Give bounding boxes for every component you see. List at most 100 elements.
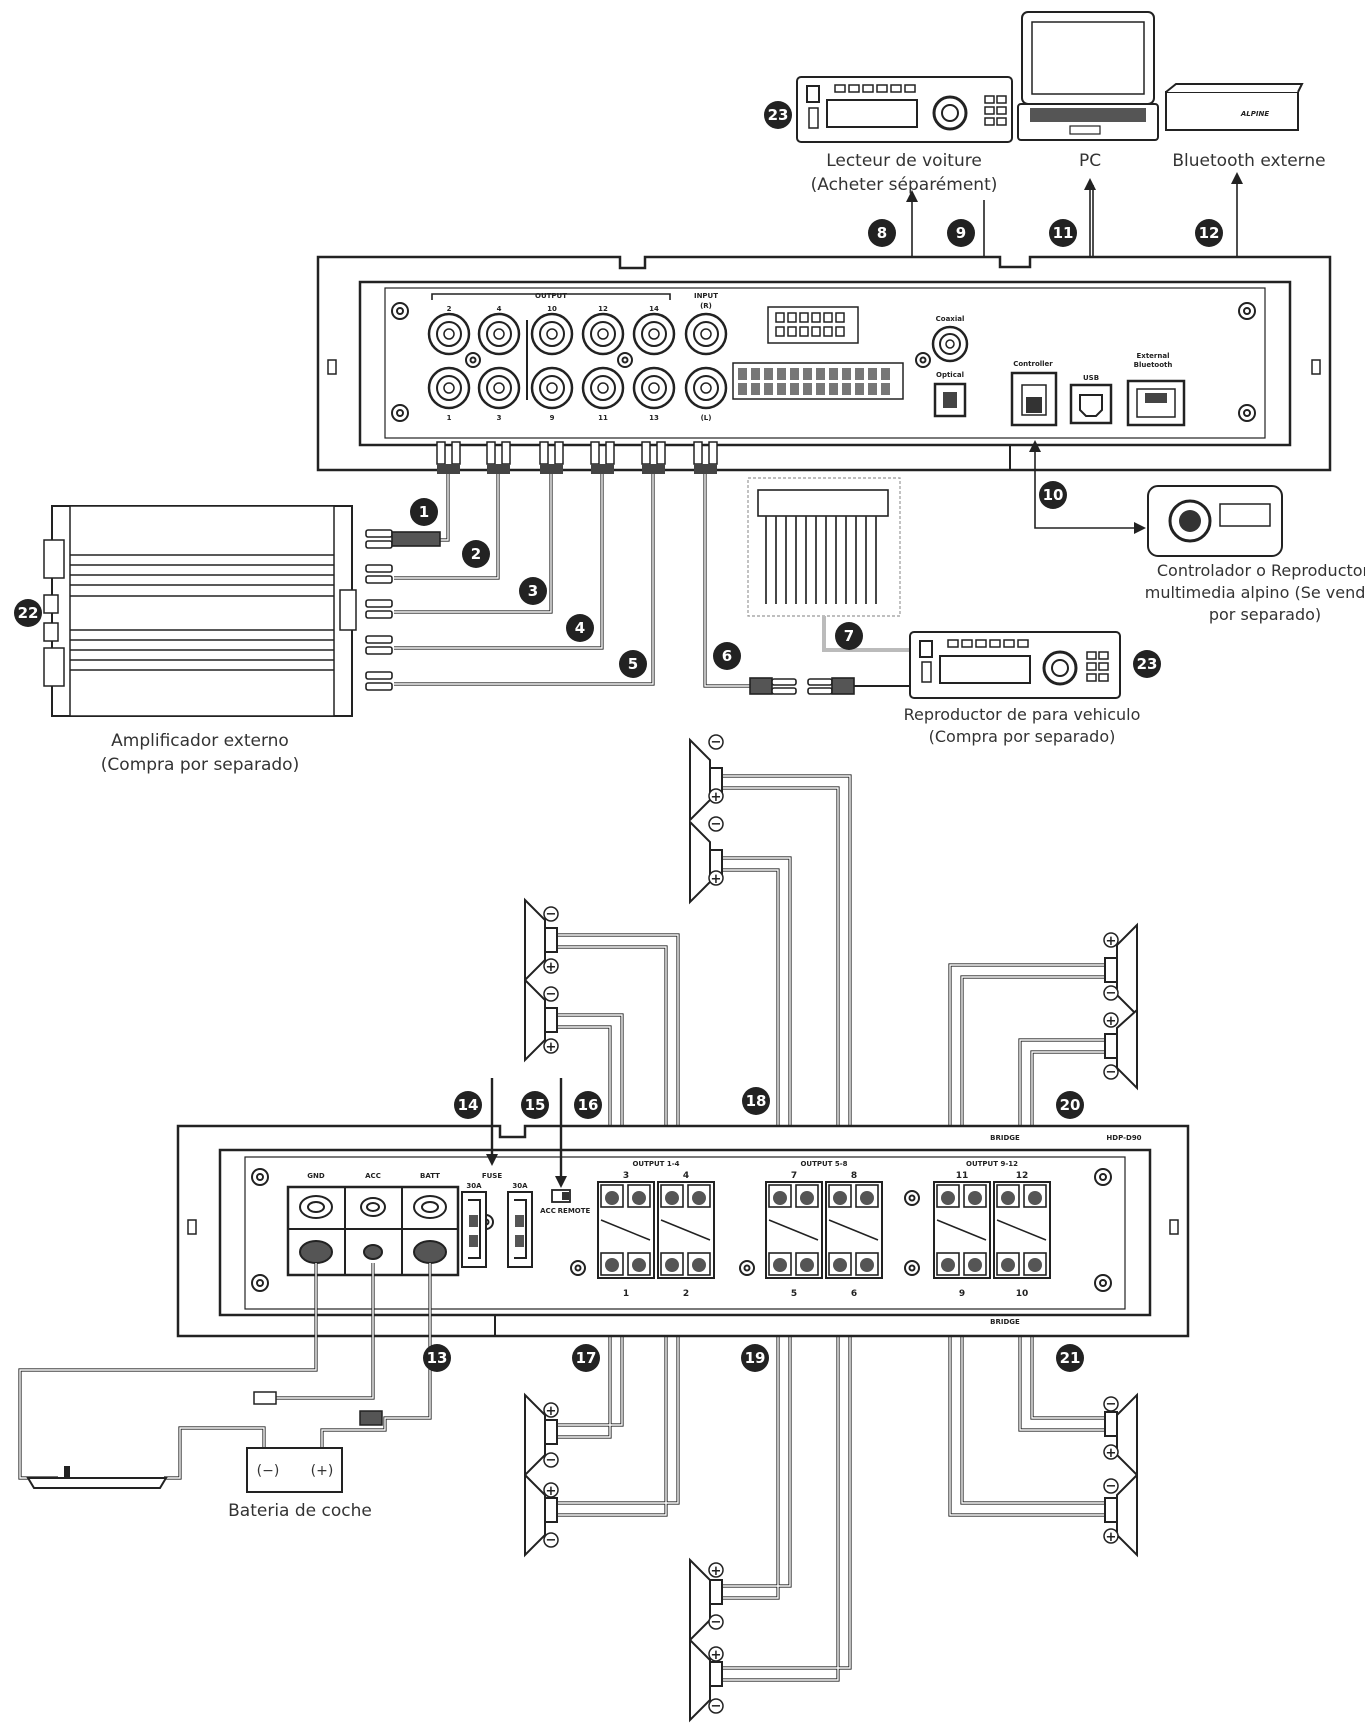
alpine-controller bbox=[1029, 440, 1283, 557]
marker-21: 21 bbox=[1060, 1349, 1081, 1367]
sign-plus: + bbox=[1106, 1446, 1117, 1461]
out-label-3: 3 bbox=[497, 414, 502, 422]
ext-bt-label-2: Bluetooth bbox=[1134, 361, 1173, 369]
car-player-fr-line1: Lecteur de voiture bbox=[826, 151, 982, 171]
marker-23-top: 23 bbox=[768, 106, 789, 124]
car-player-es-line2: (Compra por separado) bbox=[929, 727, 1116, 746]
ch-1: 1 bbox=[623, 1289, 629, 1299]
marker-16: 16 bbox=[578, 1096, 599, 1114]
rca-jacks bbox=[427, 312, 728, 410]
sign-minus: − bbox=[546, 1453, 557, 1468]
numbered-markers: 1 2 3 4 5 6 7 8 9 10 11 12 13 14 15 16 1… bbox=[14, 101, 1223, 1372]
ch-10: 10 bbox=[1016, 1289, 1029, 1299]
ext-bt-jack bbox=[1126, 379, 1186, 427]
sign-plus: + bbox=[1106, 934, 1117, 949]
car-player-es-line1: Reproductor de para vehiculo bbox=[904, 705, 1141, 724]
speaker-wires bbox=[556, 774, 1108, 1682]
pc-laptop bbox=[1017, 11, 1159, 141]
car-player-bottom bbox=[909, 631, 1121, 699]
marker-5: 5 bbox=[628, 655, 638, 673]
marker-4: 4 bbox=[575, 619, 585, 637]
input-label-l: (L) bbox=[701, 414, 712, 422]
controller-caption-3: por separado) bbox=[1209, 605, 1321, 624]
sign-plus: + bbox=[1106, 1530, 1117, 1545]
controller-jack bbox=[1010, 371, 1058, 427]
bridge-bottom-label: BRIDGE bbox=[990, 1318, 1020, 1326]
fuse-a-label: 30A bbox=[466, 1182, 482, 1190]
group-output-9-12: OUTPUT 9-12 bbox=[966, 1160, 1018, 1168]
rca-adapter bbox=[749, 677, 910, 695]
sign-plus: + bbox=[546, 960, 557, 975]
marker-15: 15 bbox=[525, 1096, 546, 1114]
out-label-10: 10 bbox=[547, 305, 557, 313]
marker-8: 8 bbox=[877, 224, 887, 242]
marker-11: 11 bbox=[1053, 224, 1074, 242]
sign-minus: − bbox=[1106, 1397, 1117, 1412]
wiring-harness bbox=[747, 477, 914, 652]
switch-acc-label: ACC bbox=[540, 1207, 556, 1215]
group-output-5-8: OUTPUT 5-8 bbox=[800, 1160, 847, 1168]
controller-label: Controller bbox=[1013, 360, 1053, 368]
sign-minus: − bbox=[711, 1615, 722, 1630]
input-title-1: INPUT bbox=[694, 292, 718, 300]
marker-17: 17 bbox=[576, 1349, 597, 1367]
ch-6: 6 bbox=[851, 1289, 857, 1299]
coaxial-jack bbox=[931, 325, 969, 363]
power-terminal-block bbox=[286, 1185, 460, 1277]
fuse-label: FUSE bbox=[482, 1172, 503, 1180]
amp-caption-1: Amplificador externo bbox=[111, 731, 289, 751]
ch-5: 5 bbox=[791, 1289, 797, 1299]
amp-rca-plugs bbox=[365, 529, 441, 691]
marker-2: 2 bbox=[471, 545, 481, 563]
ext-bt-label-1: External bbox=[1137, 352, 1170, 360]
group-output-1-4: OUTPUT 1-4 bbox=[632, 1160, 679, 1168]
sign-plus: + bbox=[546, 1404, 557, 1419]
coaxial-label: Coaxial bbox=[936, 315, 965, 323]
bridge-top-label: BRIDGE bbox=[990, 1134, 1020, 1142]
marker-23-bottom: 23 bbox=[1137, 655, 1158, 673]
out-label-11: 11 bbox=[598, 414, 608, 422]
ch-4: 4 bbox=[683, 1171, 689, 1181]
amp-caption-2: (Compra por separado) bbox=[101, 755, 299, 775]
marker-13: 13 bbox=[427, 1349, 448, 1367]
sign-minus: − bbox=[546, 1533, 557, 1548]
ch-9: 9 bbox=[959, 1289, 965, 1299]
ch-11: 11 bbox=[956, 1171, 969, 1181]
marker-12: 12 bbox=[1199, 224, 1220, 242]
acc-remote-switch bbox=[551, 1189, 571, 1203]
sign-minus: − bbox=[711, 817, 722, 832]
optical-jack bbox=[933, 382, 967, 418]
battery-minus: (−) bbox=[257, 1463, 280, 1479]
usb-label: USB bbox=[1083, 374, 1099, 382]
external-amplifier bbox=[43, 505, 357, 717]
sign-plus: + bbox=[1106, 1014, 1117, 1029]
sign-minus: − bbox=[1106, 1479, 1117, 1494]
power-wiring bbox=[18, 1263, 432, 1493]
out-label-12: 12 bbox=[598, 305, 608, 313]
marker-7: 7 bbox=[844, 627, 854, 645]
bt-external-caption: Bluetooth externe bbox=[1172, 151, 1325, 171]
out-label-9: 9 bbox=[550, 414, 555, 422]
marker-10: 10 bbox=[1043, 486, 1064, 504]
harness-connector-top bbox=[732, 306, 904, 400]
battery-plus: (+) bbox=[311, 1463, 334, 1479]
marker-19: 19 bbox=[745, 1349, 766, 1367]
car-player-top bbox=[796, 76, 1013, 143]
marker-18: 18 bbox=[746, 1092, 767, 1110]
out-label-4: 4 bbox=[497, 305, 502, 313]
sign-plus: + bbox=[546, 1484, 557, 1499]
marker-20: 20 bbox=[1060, 1096, 1081, 1114]
sign-minus: − bbox=[1106, 986, 1117, 1001]
sign-plus: + bbox=[711, 790, 722, 805]
controller-caption-1: Controlador o Reproductor bbox=[1157, 561, 1365, 580]
speaker-terminals bbox=[597, 1181, 1051, 1279]
marker-6: 6 bbox=[722, 647, 732, 665]
sign-minus: − bbox=[546, 987, 557, 1002]
marker-14: 14 bbox=[458, 1096, 479, 1114]
acc-label: ACC bbox=[365, 1172, 381, 1180]
usb-jack bbox=[1069, 383, 1113, 425]
polarity-signs: − + − + − + − + + − + − + − + − + − + − … bbox=[543, 734, 1119, 1714]
out-label-14: 14 bbox=[649, 305, 659, 313]
car-player-fr-line2: (Acheter séparément) bbox=[811, 175, 998, 195]
